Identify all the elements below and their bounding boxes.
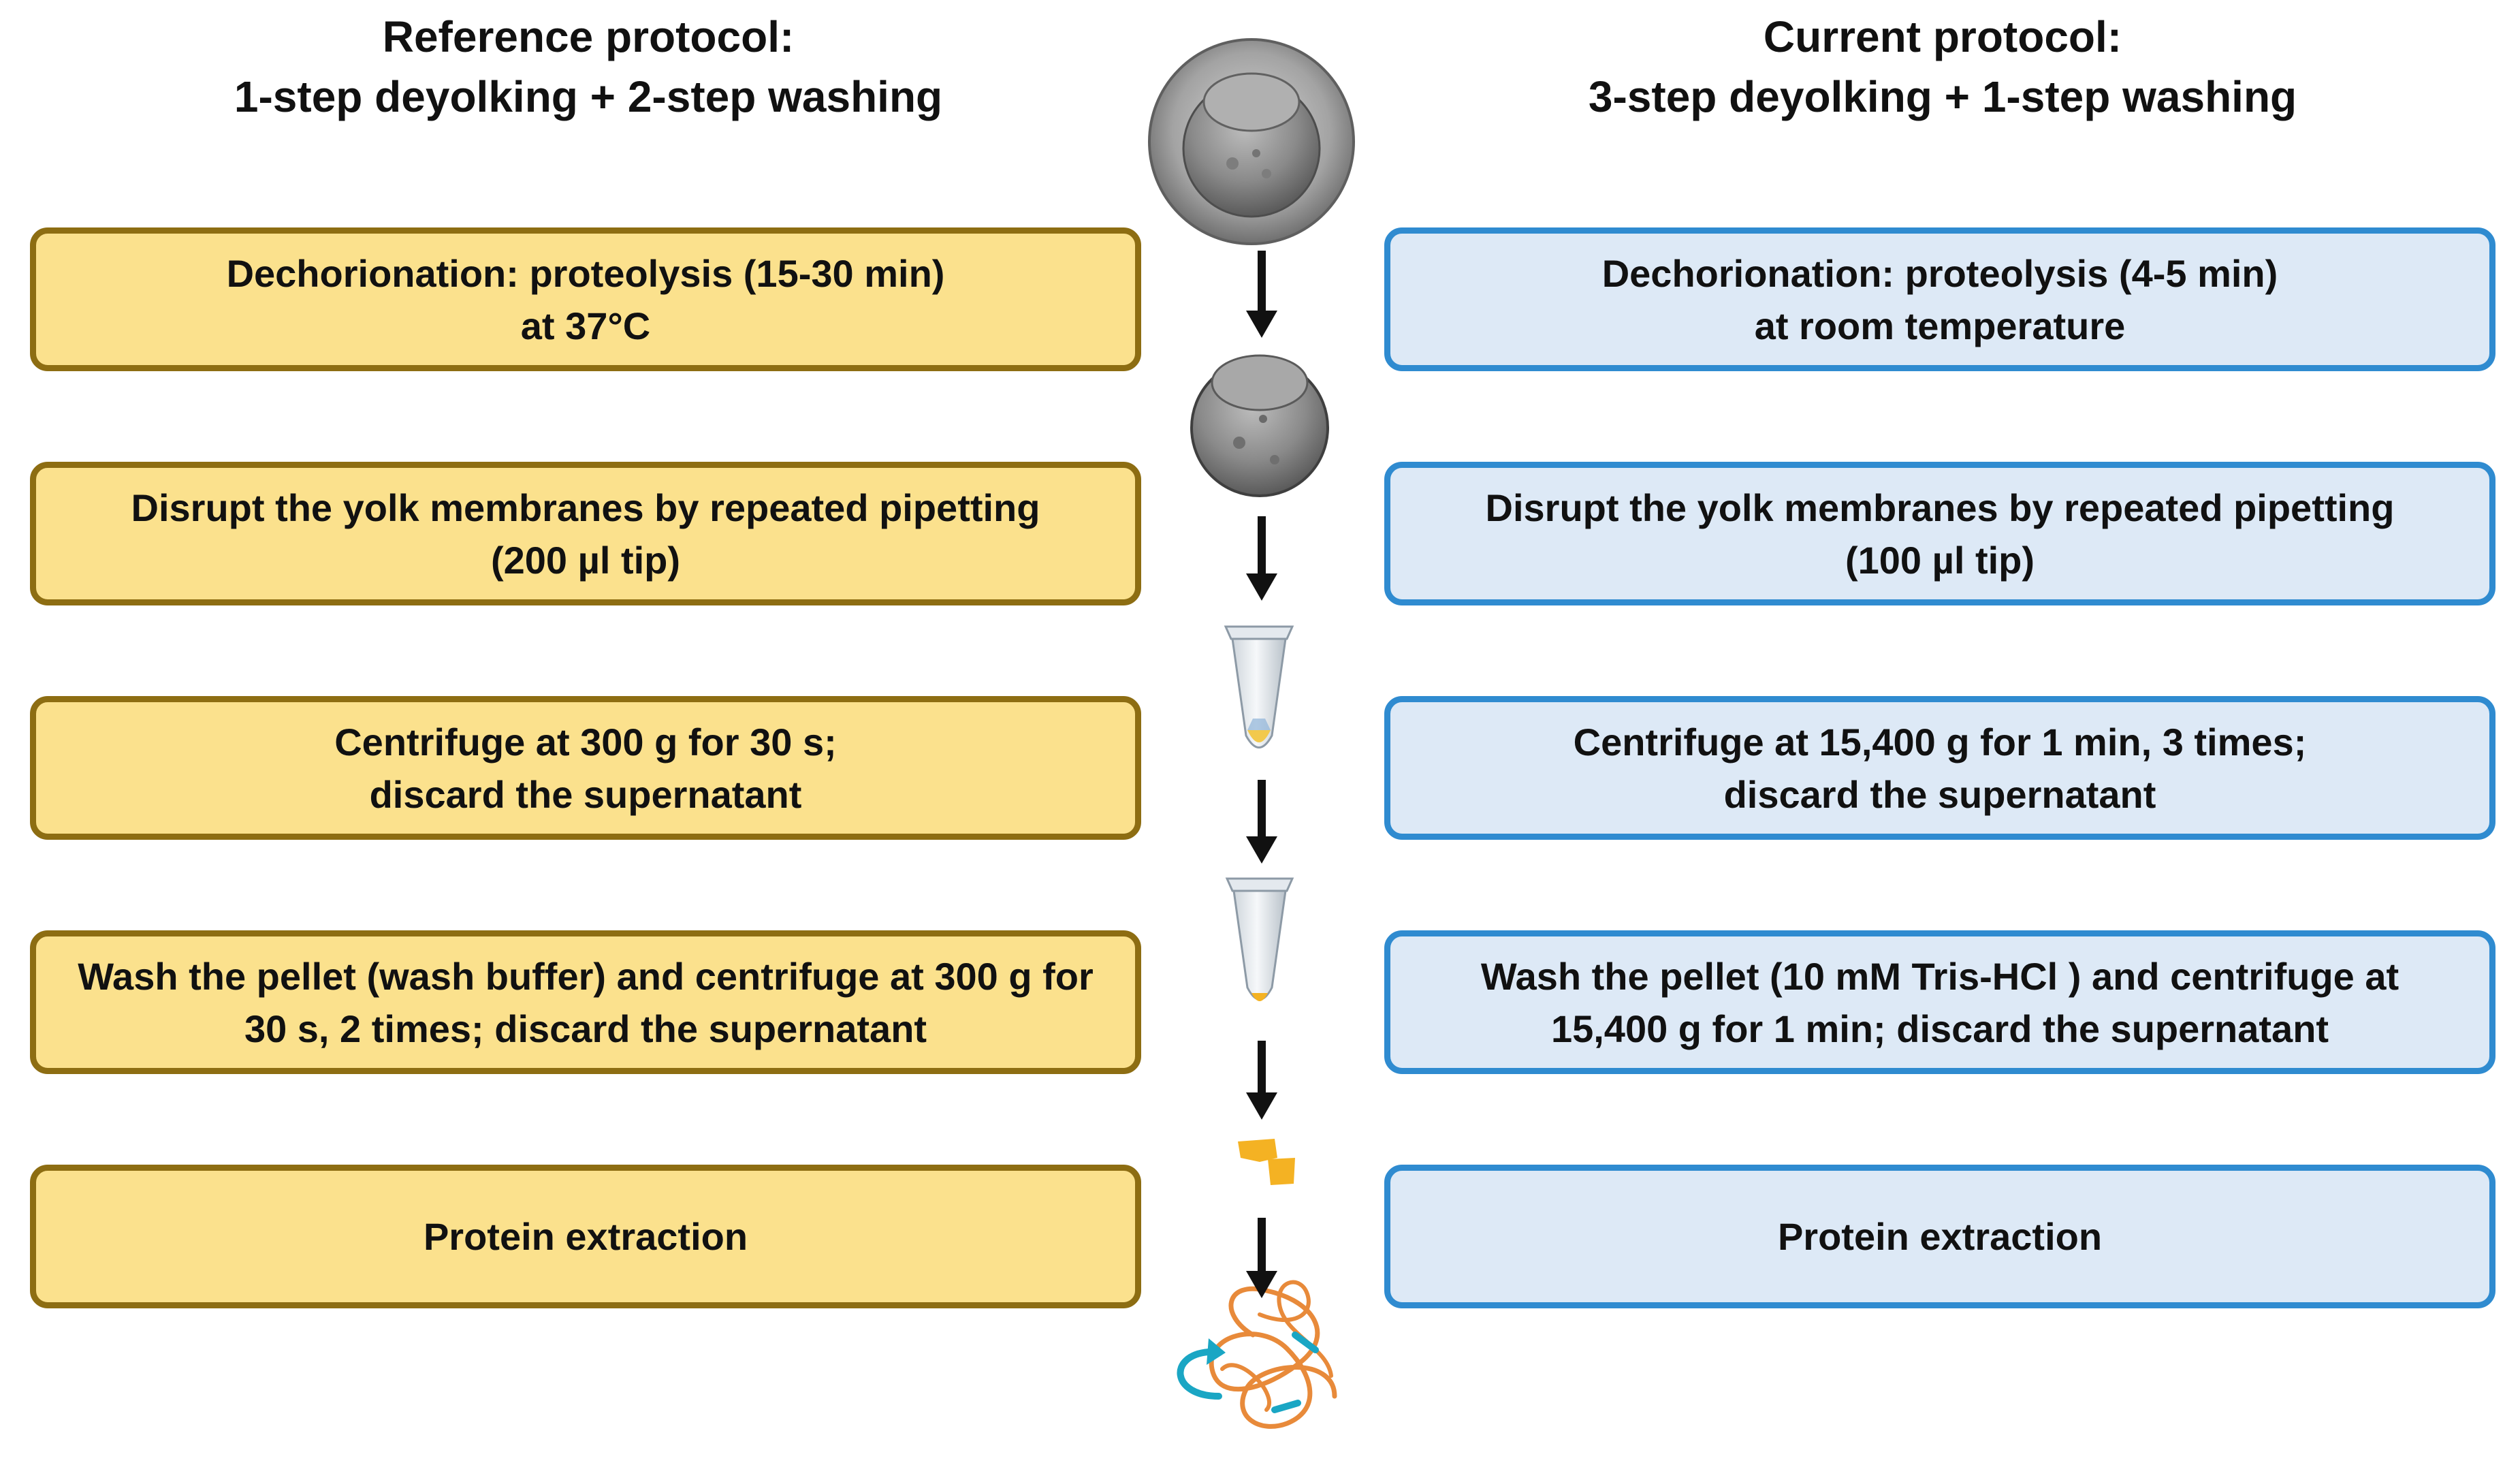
current-step-centrifuge: Centrifuge at 15,400 g for 1 min, 3 time… (1384, 696, 2495, 840)
dechorionated-embryo-icon (1190, 354, 1329, 497)
reference-step-centrifuge: Centrifuge at 300 g for 30 s; discard th… (30, 696, 1141, 840)
current-step-disrupt-yolk: Disrupt the yolk membranes by repeated p… (1384, 462, 2495, 605)
step-text-line: Dechorionation: proteolysis (4-5 min) (1601, 251, 2278, 295)
pellet-fragments-icon (1238, 1139, 1295, 1185)
arrow-down-icon (1246, 780, 1277, 864)
arrow-down-icon (1246, 1218, 1277, 1298)
current-step-protein-extraction: Protein extraction (1384, 1165, 2495, 1308)
step-text-line: (200 µl tip) (490, 538, 681, 582)
step-text-line: Wash the pellet (wash buffer) and centri… (78, 954, 1094, 998)
step-text-line: Wash the pellet (10 mM Tris-HCl ) and ce… (1480, 954, 2399, 998)
reference-step-disrupt-yolk: Disrupt the yolk membranes by repeated p… (30, 462, 1141, 605)
reference-heading-line-2: 1-step deyolking + 2-step washing (234, 72, 943, 121)
step-text-line: discard the supernatant (1723, 772, 2156, 816)
reference-step-wash-pellet: Wash the pellet (wash buffer) and centri… (30, 930, 1141, 1074)
step-text-line: Disrupt the yolk membranes by repeated p… (131, 486, 1040, 529)
step-text-line: Disrupt the yolk membranes by repeated p… (1485, 486, 2395, 529)
tube-with-pellet-icon (1225, 877, 1294, 1001)
tube-with-yolk-icon (1224, 625, 1294, 749)
arrow-down-icon (1246, 516, 1277, 601)
step-text-line: Protein extraction (1777, 1215, 2103, 1258)
reference-step-dechorionation: Dechorionation: proteolysis (15-30 min) … (30, 227, 1141, 371)
step-text-line: 15,400 g for 1 min; discard the supernat… (1550, 1007, 2329, 1050)
step-text-line: Dechorionation: proteolysis (15-30 min) (226, 251, 945, 295)
step-text-line: at 37°C (520, 304, 651, 347)
reference-protocol-heading: Reference protocol: 1-step deyolking + 2… (30, 7, 1147, 127)
embryo-with-chorion-icon (1148, 38, 1355, 245)
current-heading-line-1: Current protocol: (1763, 12, 2122, 61)
reference-step-protein-extraction: Protein extraction (30, 1165, 1141, 1308)
step-text-line: at room temperature (1754, 304, 2126, 347)
arrow-down-icon (1246, 1041, 1277, 1120)
current-heading-line-2: 3-step deyolking + 1-step washing (1588, 72, 2297, 121)
step-text-line: Centrifuge at 300 g for 30 s; (334, 720, 837, 763)
protein-structure-icon (1177, 1280, 1337, 1429)
step-text-line: discard the supernatant (369, 772, 802, 816)
current-step-wash-pellet: Wash the pellet (10 mM Tris-HCl ) and ce… (1384, 930, 2495, 1074)
current-protocol-heading: Current protocol: 3-step deyolking + 1-s… (1384, 7, 2501, 127)
step-text-line: (100 µl tip) (1845, 538, 2035, 582)
current-step-dechorionation: Dechorionation: proteolysis (4-5 min) at… (1384, 227, 2495, 371)
reference-heading-line-1: Reference protocol: (382, 12, 795, 61)
step-text-line: Protein extraction (423, 1215, 748, 1258)
step-text-line: Centrifuge at 15,400 g for 1 min, 3 time… (1573, 720, 2307, 763)
step-text-line: 30 s, 2 times; discard the supernatant (244, 1007, 927, 1050)
arrow-down-icon (1246, 251, 1277, 338)
